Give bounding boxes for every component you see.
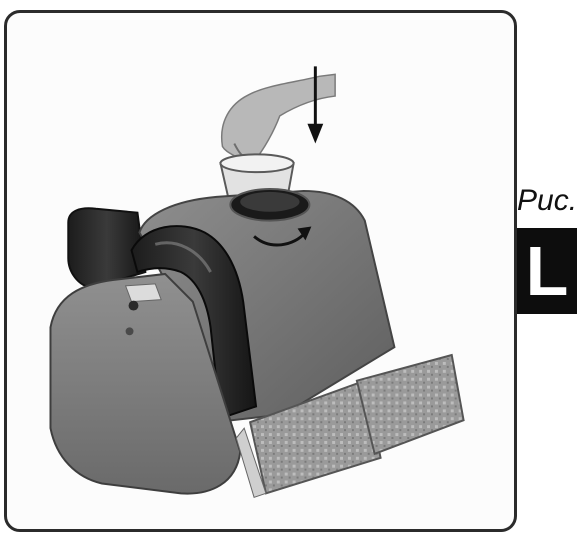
figure-label-badge: L (517, 228, 577, 314)
hand-icon (222, 74, 335, 161)
pool-cleaner-illustration (7, 13, 514, 529)
figure-caption: Puc. (517, 186, 577, 216)
figure-label: L (517, 228, 577, 314)
illustration-frame (4, 10, 517, 532)
